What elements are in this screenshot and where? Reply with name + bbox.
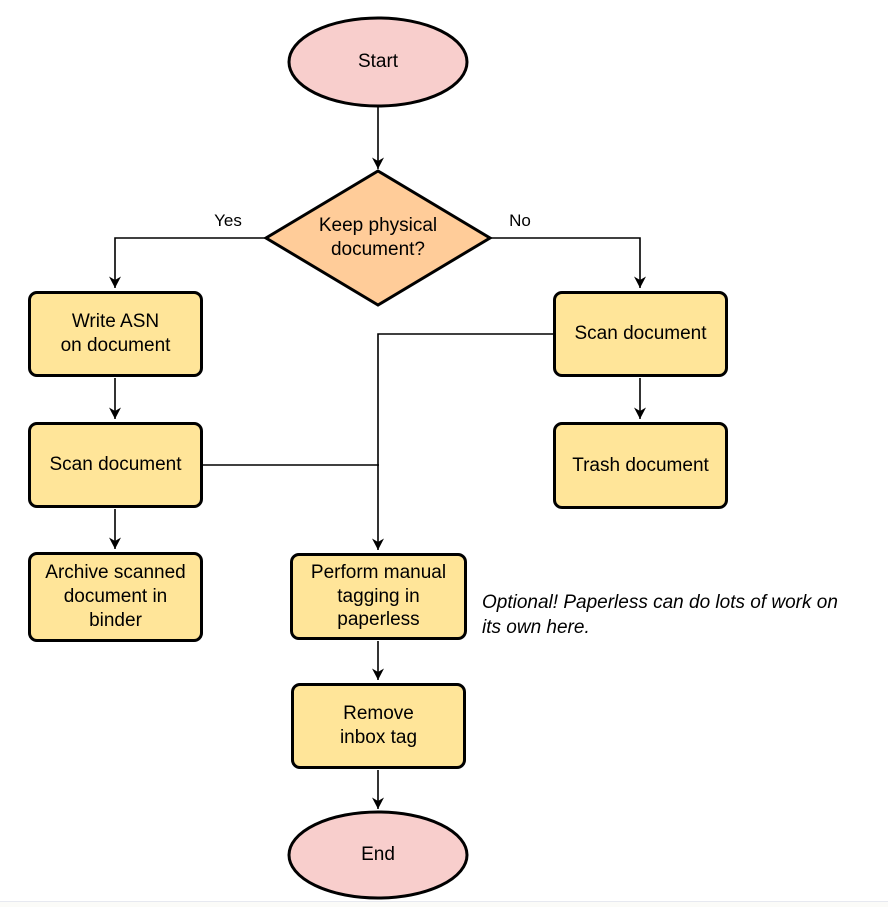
- edge-label-yes: Yes: [214, 211, 242, 230]
- optional-note: Optional! Paperless can do lots of work …: [482, 592, 838, 638]
- node-remove-inbox-tag: Remove inbox tag: [291, 683, 466, 769]
- node-write-asn: Write ASN on document: [28, 291, 203, 377]
- node-archive-binder: Archive scanned document in binder: [28, 552, 203, 642]
- node-scan-document-left: Scan document: [28, 422, 203, 508]
- connector-no-branch: [490, 237, 646, 288]
- page-bottom-edge: [0, 901, 888, 907]
- node-scan-document-right: Scan document: [553, 291, 728, 377]
- node-manual-tagging: Perform manual tagging in paperless: [290, 553, 467, 640]
- start-terminator-shape: [287, 16, 469, 108]
- node-start: Start: [357, 51, 399, 73]
- decision-diamond-shape: [263, 169, 493, 307]
- connector-scanright-to-tagging: [372, 333, 553, 550]
- end-terminator-shape: [287, 810, 469, 900]
- connector-yes-branch: [109, 237, 266, 288]
- node-decision: Keep physical document?: [318, 215, 438, 260]
- node-trash-document: Trash document: [553, 422, 728, 509]
- edge-label-no: No: [509, 211, 531, 230]
- node-end: End: [361, 844, 395, 866]
